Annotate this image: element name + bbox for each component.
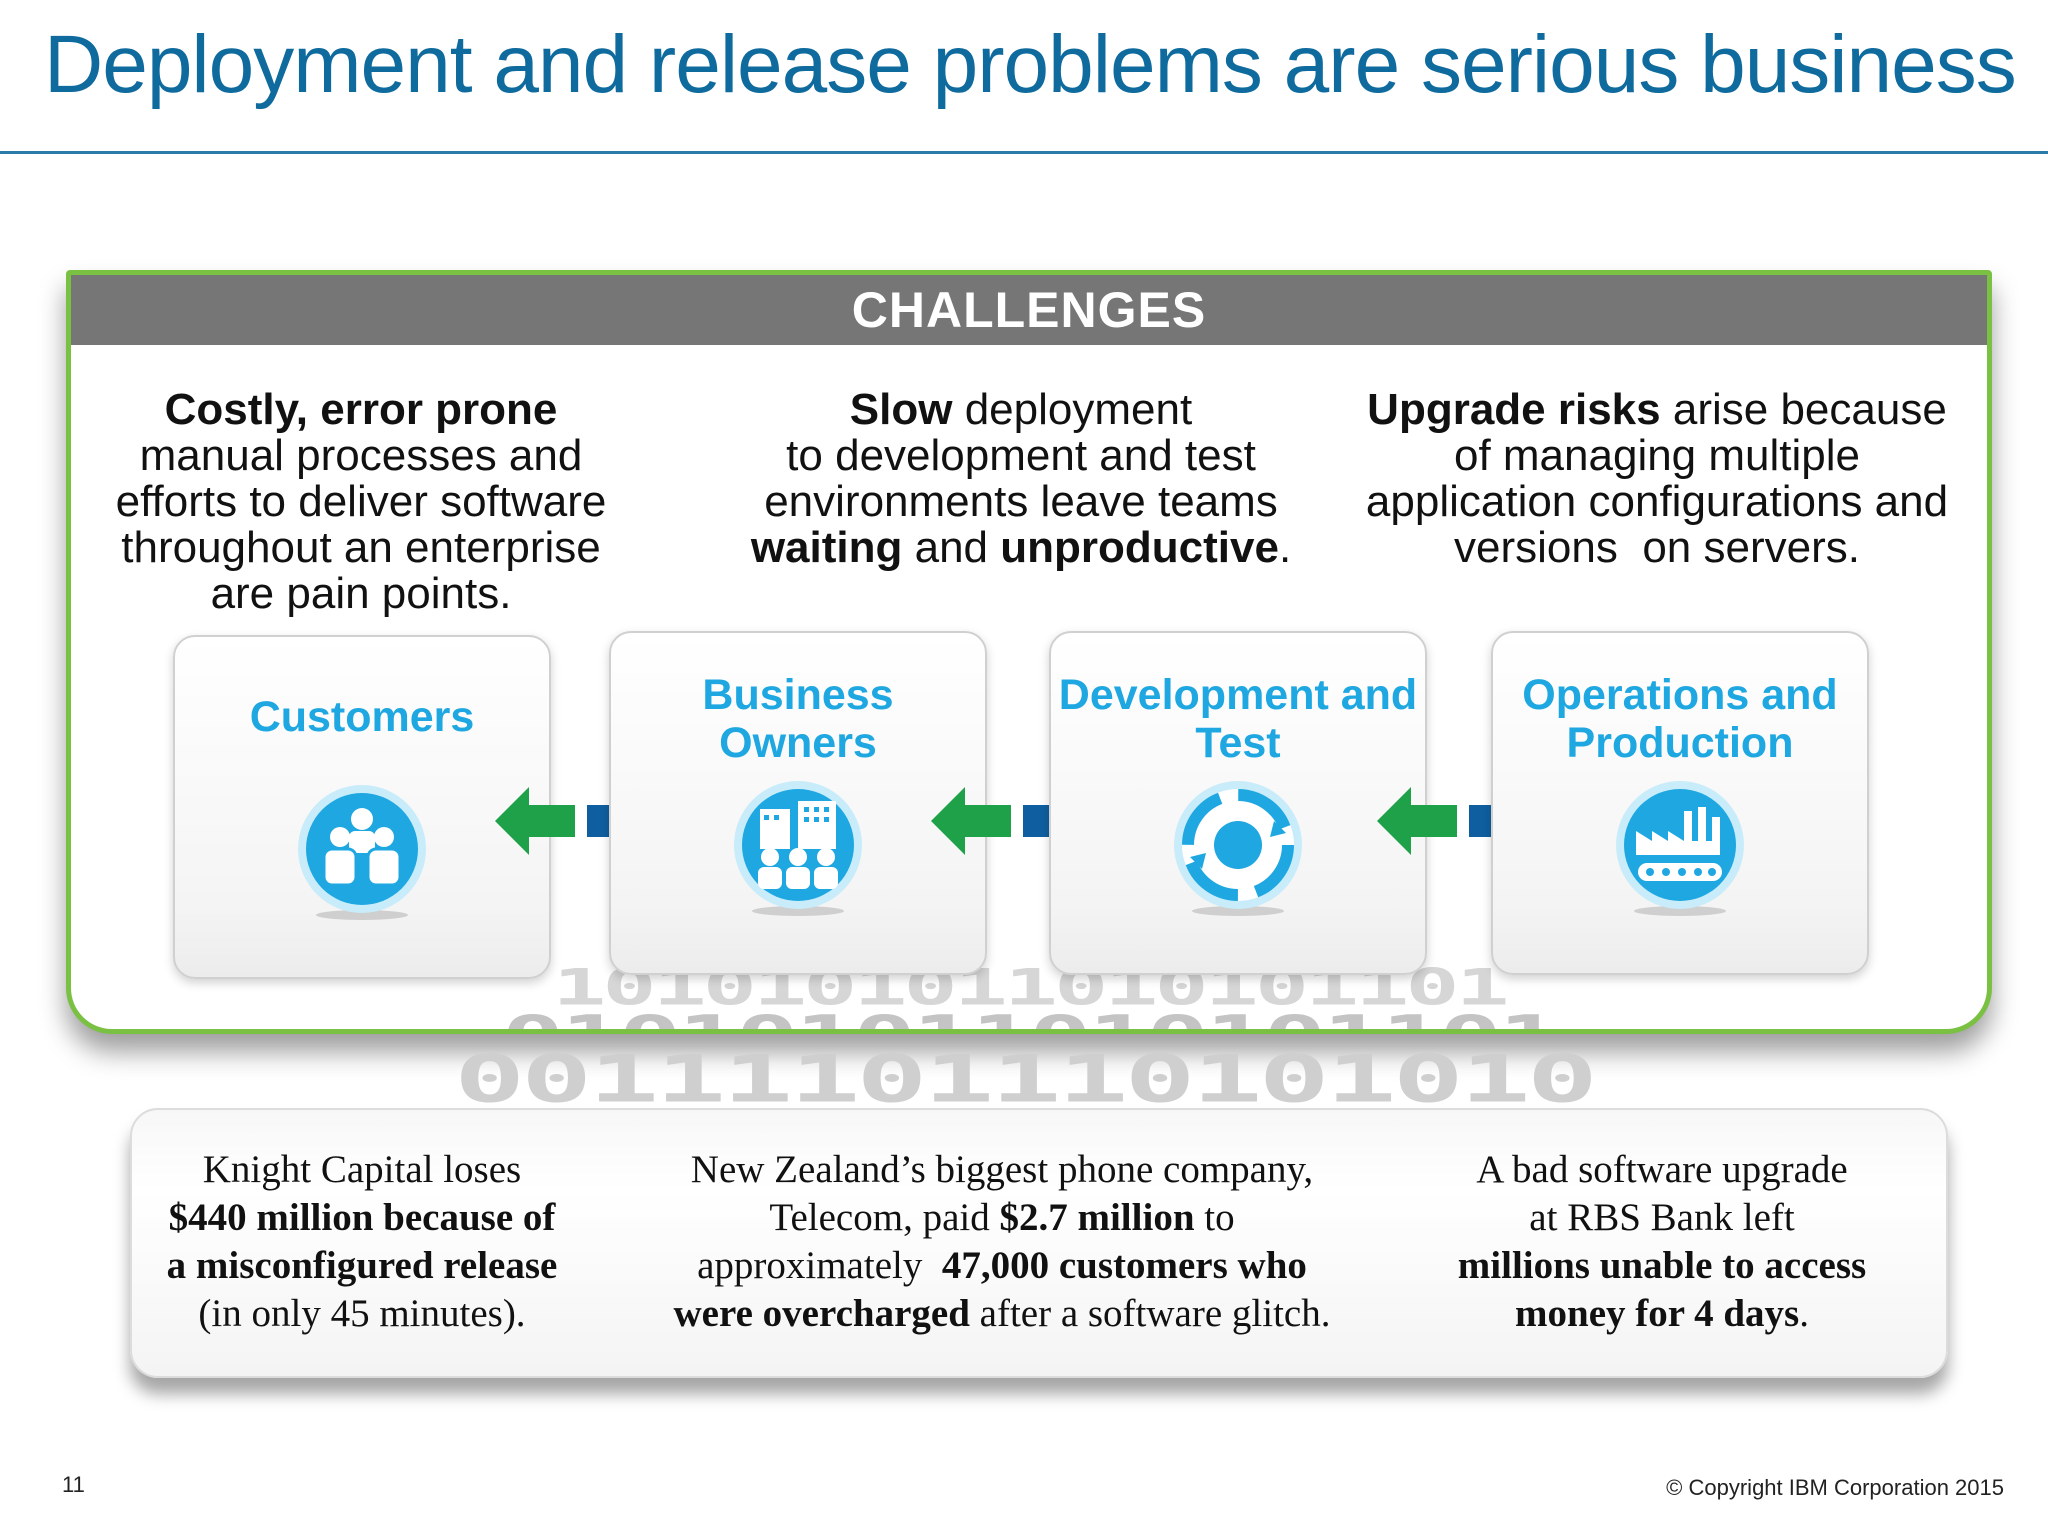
challenge-text-slow: Slow deployment to development and test … [731, 387, 1311, 571]
fact-knight-capital: Knight Capital loses $440 million becaus… [142, 1146, 582, 1338]
challenge-slow-line1-rest: deployment [952, 385, 1193, 434]
fact-telecom: New Zealand’s biggest phone company, Tel… [652, 1146, 1352, 1338]
slide-title: Deployment and release problems are seri… [44, 19, 2017, 110]
challenge-upgrade-line2: of managing multiple [1453, 431, 1860, 480]
slide-number: 11 [62, 1472, 85, 1497]
card-operations-production-label-2: Production [1566, 719, 1794, 767]
cycle-icon [1174, 781, 1302, 916]
copyright-notice: © Copyright IBM Corporation 2015 [1666, 1475, 2004, 1500]
fact-knight-bold2: a misconfigured release [166, 1244, 558, 1287]
challenge-costly-bold: Costly, error prone [164, 385, 558, 434]
fact-telecom-line1: New Zealand’s biggest phone company, [690, 1148, 1314, 1191]
challenge-text-upgrade: Upgrade risks arise because of managing … [1337, 387, 1977, 571]
fact-knight-bold1: $440 million because of [168, 1196, 556, 1239]
challenge-costly-line2: manual processes and [139, 431, 583, 480]
card-operations-production: Operations and Production [1491, 631, 1869, 975]
card-development-test-label-2: Test [1195, 719, 1281, 767]
challenge-slow-and: and [902, 523, 1001, 572]
challenge-slow-bold: Slow [849, 385, 953, 434]
facts-panel: Knight Capital loses $440 million becaus… [130, 1108, 1948, 1378]
fact-telecom-bold3: 47,000 customers who [941, 1244, 1307, 1287]
card-operations-production-label-1: Operations and [1522, 671, 1838, 719]
factory-icon [1616, 781, 1744, 916]
challenge-upgrade-line3: application configurations and [1365, 477, 1949, 526]
fact-telecom-pre2: Telecom, paid [769, 1196, 1000, 1239]
fact-telecom-pre3: approximately [697, 1244, 942, 1287]
challenge-upgrade-line1-rest: arise because [1660, 385, 1947, 434]
challenge-slow-waiting: waiting [750, 523, 903, 572]
title-divider [0, 151, 2048, 154]
fact-telecom-bold4: were overcharged [673, 1292, 970, 1335]
card-business-owners: Business Owners [609, 631, 987, 975]
fact-rbs-line1: A bad software upgrade [1476, 1148, 1848, 1191]
fact-telecom-bold2: $2.7 million [999, 1196, 1195, 1239]
fact-rbs-bank: A bad software upgrade at RBS Bank left … [1402, 1146, 1922, 1338]
fact-telecom-post4: after a software glitch. [969, 1292, 1331, 1335]
challenges-header: CHALLENGES [71, 275, 1987, 345]
challenge-slow-line3: environments leave teams [764, 477, 1278, 526]
fact-rbs-line2: at RBS Bank left [1529, 1196, 1795, 1239]
card-development-test-label-1: Development and [1058, 671, 1418, 719]
fact-rbs-bold3: millions unable to access [1457, 1244, 1867, 1287]
customers-icon [298, 785, 426, 920]
challenge-slow-unproductive: unproductive [1000, 523, 1279, 572]
challenges-panel: CHALLENGES 1010101011010101101 010101011… [66, 270, 1992, 1034]
card-customers: Customers [173, 635, 551, 979]
binary-backdrop-row-3: 00111101110101010 [454, 1041, 1598, 1117]
card-business-owners-label-2: Owners [719, 719, 877, 767]
challenge-costly-line3: efforts to deliver software [115, 477, 607, 526]
challenge-slow-line2: to development and test [786, 431, 1256, 480]
fact-rbs-post4: . [1799, 1292, 1809, 1335]
challenge-upgrade-line4: versions on servers. [1454, 523, 1860, 572]
fact-telecom-post2: to [1194, 1196, 1235, 1239]
card-business-owners-label-1: Business [702, 671, 894, 719]
challenge-costly-line4: throughout an enterprise [121, 523, 601, 572]
fact-rbs-bold4: money for 4 days [1515, 1292, 1800, 1335]
business-owners-icon [734, 781, 862, 916]
challenge-text-costly: Costly, error prone manual processes and… [81, 387, 641, 617]
fact-knight-line4: (in only 45 minutes). [198, 1292, 526, 1335]
card-development-test: Development and Test [1049, 631, 1427, 975]
card-customers-label: Customers [249, 693, 475, 741]
binary-backdrop-row-2: 010101011010101101 [71, 1002, 1987, 1029]
challenge-upgrade-bold: Upgrade risks [1367, 385, 1661, 434]
challenge-slow-period: . [1278, 523, 1292, 572]
challenge-costly-line5: are pain points. [210, 569, 512, 618]
fact-knight-line1: Knight Capital loses [202, 1148, 522, 1191]
